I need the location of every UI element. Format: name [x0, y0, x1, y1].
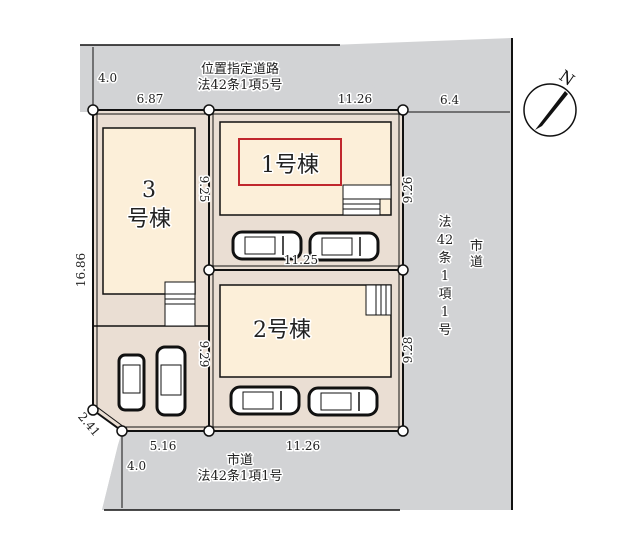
building-3[interactable]	[102, 127, 196, 295]
car-icon	[155, 345, 187, 417]
svg-text:1: 1	[441, 269, 449, 284]
south-road	[102, 432, 512, 510]
building-3-label-text: 号棟	[127, 207, 171, 232]
building-2[interactable]	[219, 284, 392, 378]
svg-text:42: 42	[437, 233, 454, 248]
building-1-steps	[342, 198, 381, 216]
north-road-name: 位置指定道路	[201, 61, 279, 77]
building-2-label: 2号棟	[253, 318, 311, 343]
car-icon	[117, 353, 146, 412]
north-road-east-taper	[330, 38, 512, 112]
svg-text:条: 条	[438, 250, 451, 266]
north-road-law: 法42条1項5号	[197, 77, 282, 93]
building-2-steps	[365, 284, 392, 316]
dim-middle-boundary: 11.25	[284, 253, 318, 267]
car-icon	[229, 385, 301, 416]
dim-lot3-inner-upper: 9.25	[197, 176, 211, 203]
east-road-width: 6.4	[440, 93, 459, 107]
east-road-law: 法 42 条 1 項 1 号	[435, 214, 455, 340]
east-road-name-1: 市	[470, 238, 483, 254]
car-icon	[308, 231, 380, 262]
dim-lot2-right: 9.28	[401, 337, 415, 364]
building-1-label: 1号棟	[261, 153, 319, 178]
south-road-width: 4.0	[127, 459, 146, 473]
dim-top-left: 6.87	[137, 92, 164, 106]
building-1-label-frame	[238, 138, 342, 186]
dim-bottom-right: 11.26	[286, 439, 320, 453]
dim-bottom-left: 5.16	[150, 439, 177, 453]
dim-top-right: 11.26	[338, 92, 372, 106]
svg-text:1: 1	[441, 305, 449, 320]
building-3-label-number: 3	[142, 178, 156, 203]
dim-left-side: 16.86	[74, 253, 88, 287]
south-road-west-taper	[102, 432, 122, 510]
dim-lot3-inner-lower: 9.29	[197, 341, 211, 368]
svg-text:法: 法	[438, 215, 451, 230]
dim-lot1-right: 9.26	[401, 177, 415, 204]
north-road-width: 4.0	[98, 71, 117, 85]
svg-text:号: 号	[438, 323, 451, 338]
car-icon	[307, 386, 379, 417]
car-icon	[231, 230, 303, 261]
site-inner-line	[96, 113, 400, 428]
south-road-name: 市道	[227, 452, 253, 468]
building-1-porch	[342, 184, 392, 200]
svg-text:項: 項	[438, 287, 451, 302]
south-road-law: 法42条1項1号	[197, 468, 282, 484]
east-road-name-2: 道	[470, 255, 483, 270]
compass-icon: N	[523, 66, 578, 137]
boundary-markers	[87, 104, 409, 437]
east-road	[400, 112, 512, 510]
